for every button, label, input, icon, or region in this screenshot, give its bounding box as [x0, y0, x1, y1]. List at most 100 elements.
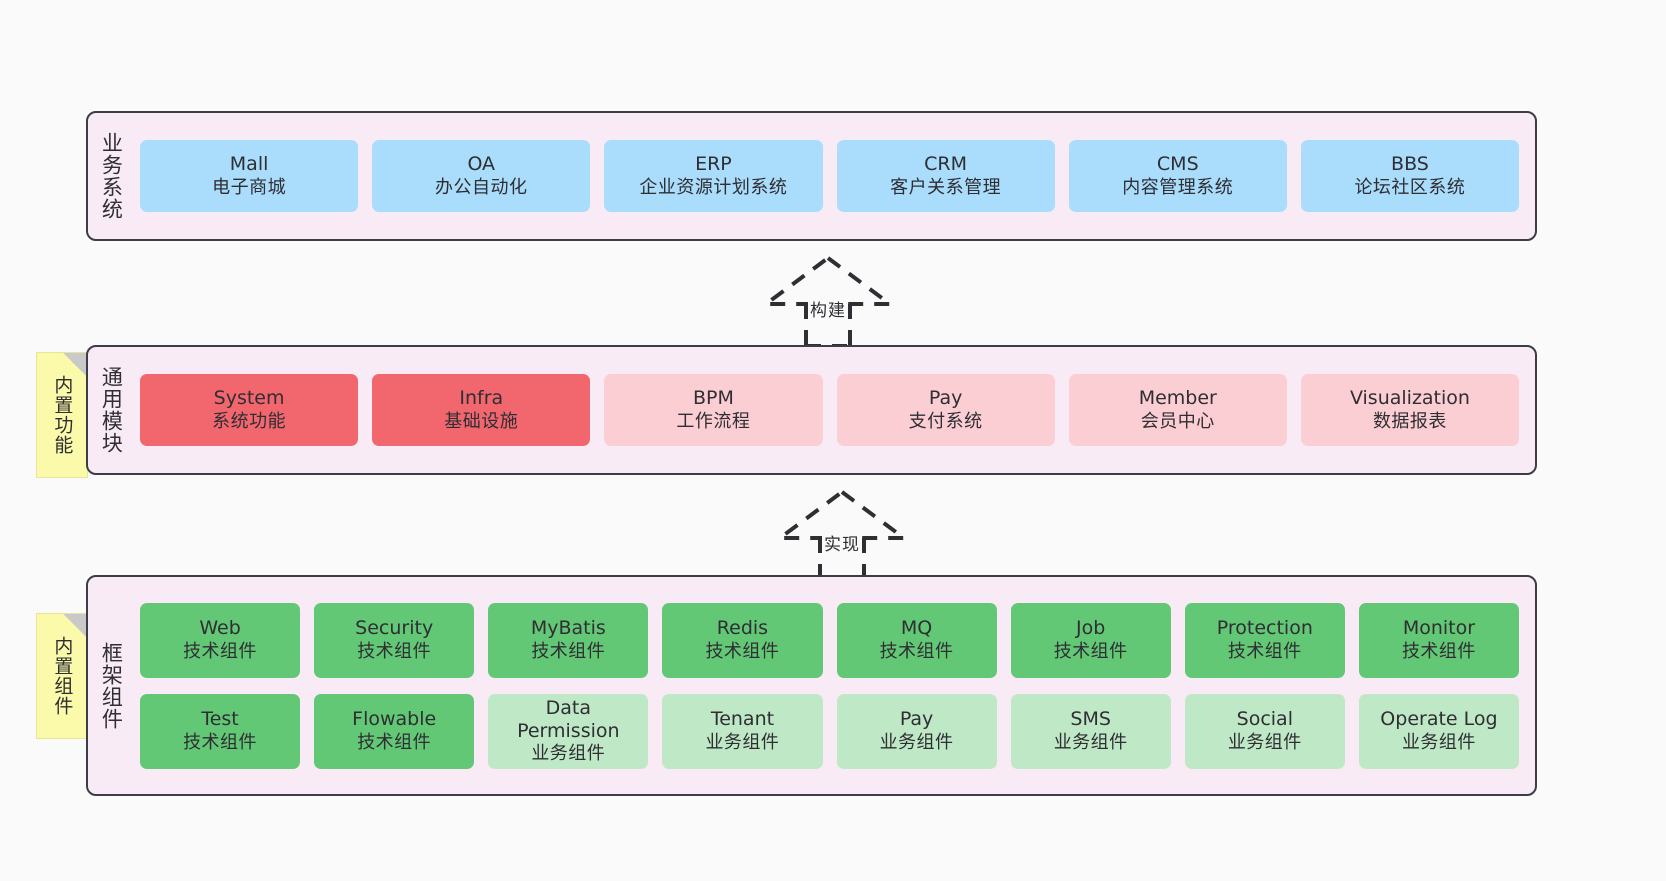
card-row: Web 技术组件 Security 技术组件 MyBatis 技术组件 Redi… [140, 602, 1519, 678]
note-label: 内置组件 [51, 636, 74, 716]
card-subtitle: 技术组件 [1401, 640, 1476, 662]
layer-title-business: 业务系统 [99, 132, 124, 220]
connector-implement: 实现 [752, 486, 932, 582]
layer-body-business: Mall 电子商城 OA 办公自动化 ERP 企业资源计划系统 CRM 客户关系… [134, 113, 1535, 239]
card-title: Pay [928, 387, 963, 410]
card-title: OA [467, 153, 496, 176]
card-protection[interactable]: Protection 技术组件 [1184, 602, 1345, 678]
card-infra[interactable]: Infra 基础设施 [372, 374, 591, 446]
card-title: Job [1076, 617, 1106, 640]
card-title: Web [199, 617, 241, 640]
card-subtitle: 内容管理系统 [1122, 176, 1234, 198]
card-mall[interactable]: Mall 电子商城 [140, 140, 359, 212]
card-system[interactable]: System 系统功能 [140, 374, 359, 446]
card-subtitle: 数据报表 [1372, 410, 1447, 432]
card-security[interactable]: Security 技术组件 [314, 602, 475, 678]
card-title: Social [1236, 708, 1293, 731]
card-operate-log[interactable]: Operate Log 业务组件 [1358, 693, 1519, 769]
card-title: Visualization [1349, 387, 1470, 410]
card-title: Redis [716, 617, 769, 640]
card-subtitle: 技术组件 [357, 731, 432, 753]
layer-body-framework: Web 技术组件 Security 技术组件 MyBatis 技术组件 Redi… [134, 577, 1535, 794]
card-erp[interactable]: ERP 企业资源计划系统 [604, 140, 823, 212]
card-subtitle: 业务组件 [1053, 731, 1128, 753]
card-subtitle: 系统功能 [212, 410, 287, 432]
card-subtitle: 基础设施 [444, 410, 519, 432]
card-title: ERP [695, 153, 732, 176]
card-subtitle: 技术组件 [183, 640, 258, 662]
card-title: Test [201, 708, 239, 731]
card-subtitle: 业务组件 [705, 731, 780, 753]
layer-body-modules: System 系统功能 Infra 基础设施 BPM 工作流程 Pay 支付系统… [134, 347, 1535, 473]
card-test[interactable]: Test 技术组件 [140, 693, 301, 769]
card-job[interactable]: Job 技术组件 [1010, 602, 1171, 678]
card-social[interactable]: Social 业务组件 [1184, 693, 1345, 769]
card-row: Test 技术组件 Flowable 技术组件 Data Permission … [140, 693, 1519, 769]
card-visualization[interactable]: Visualization 数据报表 [1300, 374, 1520, 446]
card-subtitle: 业务组件 [1227, 731, 1302, 753]
card-subtitle: 会员中心 [1140, 410, 1215, 432]
card-cms[interactable]: CMS 内容管理系统 [1068, 140, 1287, 212]
card-subtitle: 技术组件 [183, 731, 258, 753]
card-pay-business[interactable]: Pay 业务组件 [836, 693, 997, 769]
card-subtitle: 电子商城 [212, 176, 287, 198]
card-oa[interactable]: OA 办公自动化 [372, 140, 591, 212]
card-subtitle: 技术组件 [1227, 640, 1302, 662]
card-flowable[interactable]: Flowable 技术组件 [314, 693, 475, 769]
card-subtitle: 支付系统 [908, 410, 983, 432]
connector-label: 构建 [808, 296, 848, 321]
card-mq[interactable]: MQ 技术组件 [836, 602, 997, 678]
card-title: CMS [1156, 153, 1199, 176]
card-title: Data Permission [517, 696, 620, 743]
layer-framework-components: 框架组件 Web 技术组件 Security 技术组件 MyBatis 技术组件… [86, 575, 1537, 796]
card-title: Flowable [352, 708, 437, 731]
card-title: CRM [924, 153, 968, 176]
card-title: BPM [692, 387, 734, 410]
card-web[interactable]: Web 技术组件 [140, 602, 301, 678]
card-subtitle: 技术组件 [531, 640, 606, 662]
card-subtitle: 技术组件 [357, 640, 432, 662]
layer-business-systems: 业务系统 Mall 电子商城 OA 办公自动化 ERP 企业资源计划系统 CRM… [86, 111, 1537, 241]
card-title: Tenant [710, 708, 775, 731]
card-title: Protection [1216, 617, 1313, 640]
card-subtitle: 企业资源计划系统 [639, 176, 788, 198]
card-title: Security [355, 617, 434, 640]
card-tenant[interactable]: Tenant 业务组件 [662, 693, 823, 769]
card-sms[interactable]: SMS 业务组件 [1010, 693, 1171, 769]
card-subtitle: 技术组件 [705, 640, 780, 662]
card-redis[interactable]: Redis 技术组件 [662, 602, 823, 678]
card-bpm[interactable]: BPM 工作流程 [604, 374, 823, 446]
connector-label: 实现 [822, 530, 862, 555]
card-subtitle: 论坛社区系统 [1354, 176, 1466, 198]
card-monitor[interactable]: Monitor 技术组件 [1358, 602, 1519, 678]
card-title: System [213, 387, 285, 410]
layer-title-framework: 框架组件 [99, 641, 124, 730]
card-title: BBS [1391, 153, 1429, 176]
card-title: MQ [900, 617, 933, 640]
card-row: System 系统功能 Infra 基础设施 BPM 工作流程 Pay 支付系统… [140, 374, 1520, 446]
card-mybatis[interactable]: MyBatis 技术组件 [488, 602, 649, 678]
note-builtin-components: 内置组件 [36, 613, 88, 739]
card-row: Mall 电子商城 OA 办公自动化 ERP 企业资源计划系统 CRM 客户关系… [140, 140, 1520, 212]
note-builtin-functions: 内置功能 [36, 352, 88, 478]
card-member[interactable]: Member 会员中心 [1068, 374, 1287, 446]
card-subtitle: 技术组件 [1053, 640, 1128, 662]
card-title: Monitor [1402, 617, 1476, 640]
card-crm[interactable]: CRM 客户关系管理 [836, 140, 1055, 212]
connector-build: 构建 [738, 252, 918, 348]
card-title: Mall [229, 153, 269, 176]
card-title: Operate Log [1380, 708, 1498, 731]
card-data-permission[interactable]: Data Permission 业务组件 [488, 693, 649, 769]
layer-title-modules: 通用模块 [99, 366, 124, 454]
card-title: Pay [899, 708, 934, 731]
card-subtitle: 技术组件 [879, 640, 954, 662]
card-title: SMS [1070, 708, 1111, 731]
card-subtitle: 业务组件 [1401, 731, 1476, 753]
card-subtitle: 业务组件 [531, 743, 606, 765]
note-label: 内置功能 [51, 375, 74, 455]
card-bbs[interactable]: BBS 论坛社区系统 [1300, 140, 1520, 212]
card-subtitle: 业务组件 [879, 731, 954, 753]
card-pay[interactable]: Pay 支付系统 [836, 374, 1055, 446]
card-subtitle: 客户关系管理 [890, 176, 1002, 198]
